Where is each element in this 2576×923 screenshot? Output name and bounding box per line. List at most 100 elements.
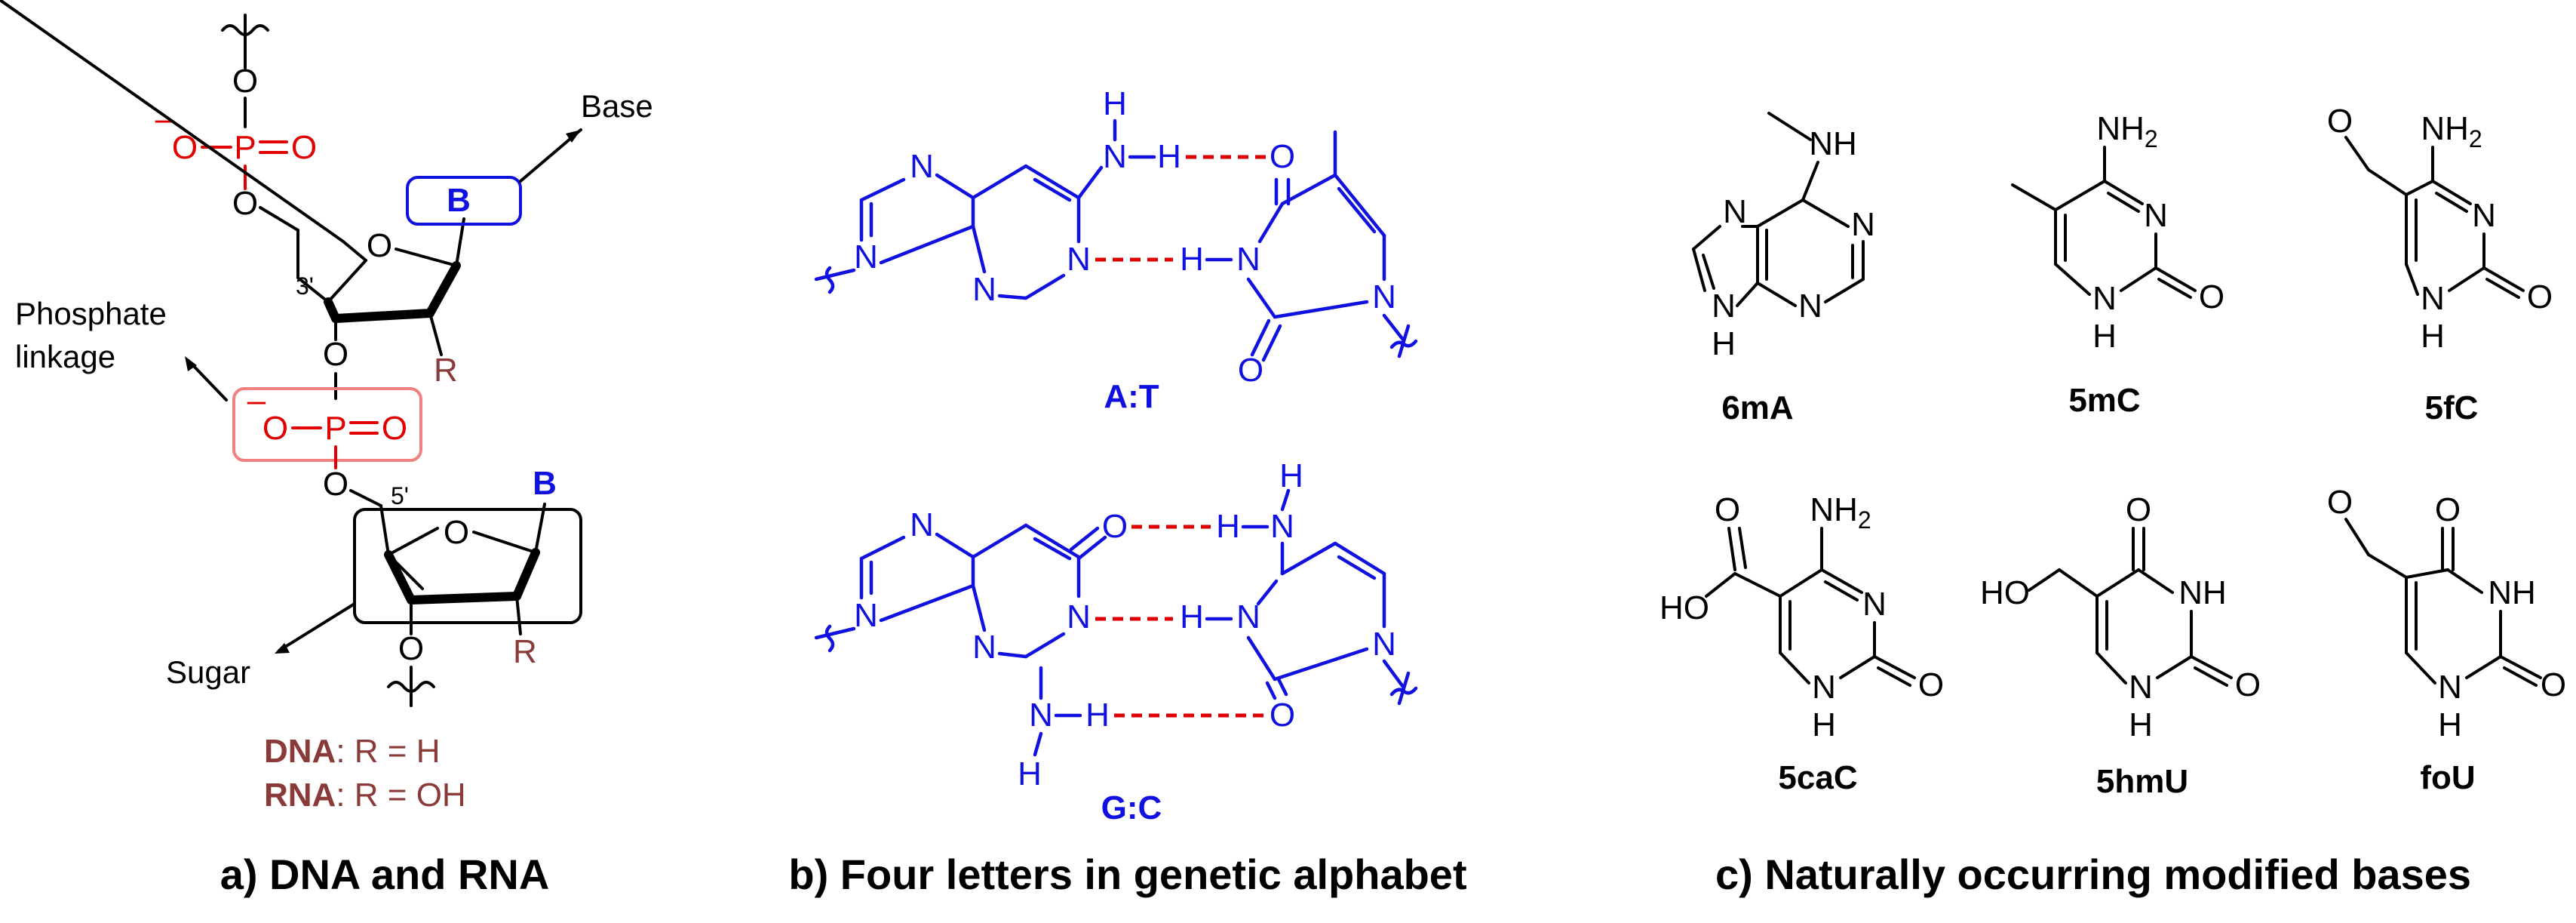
atom-n: N xyxy=(972,629,996,666)
atom-n: N xyxy=(854,238,878,275)
rna-name: RNA xyxy=(264,777,336,814)
atom-nh: NH xyxy=(1809,125,1857,162)
label-base: Base xyxy=(581,88,653,124)
atom-nh2: NH2 xyxy=(2096,110,2157,152)
ring-oxygen: O xyxy=(444,514,469,551)
base-name-6ma: 6mA xyxy=(1721,389,1793,426)
label-5-prime: 5' xyxy=(391,482,409,509)
atom-n: N xyxy=(1812,669,1836,706)
base-name-5hmu: 5hmU xyxy=(2096,763,2188,800)
label-phosphate-line-1: Phosphate xyxy=(15,296,167,331)
label-3-prime: 3' xyxy=(296,272,314,300)
atom-h: H xyxy=(1180,241,1204,278)
atom-o: O xyxy=(2327,103,2353,140)
base-name-5mc: 5mC xyxy=(2068,382,2140,419)
structure-fou: O O NH O N H foU xyxy=(2327,484,2566,796)
atom-o: O xyxy=(2235,666,2261,703)
atom-o: O xyxy=(232,185,258,222)
caption-c: c) Naturally occurring modified bases xyxy=(1715,851,2471,898)
atom-n: N xyxy=(1712,288,1736,325)
atom-ho: HO xyxy=(1980,574,2030,611)
rna-r-equals-oh: : R = OH xyxy=(336,777,465,814)
atom-n: N xyxy=(972,271,996,308)
atom-n: N xyxy=(2421,280,2445,317)
atom-h: H xyxy=(1279,457,1303,494)
atom-n: N xyxy=(1862,586,1887,623)
pair-label-gc: G:C xyxy=(1101,789,1162,826)
atom-n: N xyxy=(1029,697,1053,734)
atom-p: P xyxy=(234,129,256,166)
atom-o: O xyxy=(2126,491,2151,528)
atom-n: N xyxy=(2129,669,2153,706)
atom-n: N xyxy=(1067,241,1091,278)
atom-n: N xyxy=(1270,508,1294,545)
structure-6ma: NH N N N N H 6mA xyxy=(1692,112,1875,426)
base-highlight-box xyxy=(406,176,522,226)
atom-r: R xyxy=(434,352,458,389)
atom-n: N xyxy=(1851,206,1875,243)
atom-r: R xyxy=(513,633,537,670)
atom-nh: NH xyxy=(2488,574,2536,611)
atom-nh2: NH2 xyxy=(1810,491,1871,534)
base-name-5fc: 5fC xyxy=(2425,389,2479,426)
dna-name: DNA xyxy=(264,733,336,770)
atom-o: O xyxy=(2541,666,2566,703)
ring-oxygen: O xyxy=(367,227,392,264)
charge-minus: – xyxy=(247,382,266,419)
structure-5hmu: HO O NH O N H 5hmU xyxy=(1980,491,2261,800)
atom-h: H xyxy=(1216,508,1240,545)
atom-n: N xyxy=(910,148,934,185)
dna-r-equals-h: : R = H xyxy=(336,733,440,770)
atom-h: H xyxy=(1157,138,1181,175)
atom-n: N xyxy=(1723,193,1747,230)
atom-h: H xyxy=(2421,318,2445,355)
atom-n: N xyxy=(1372,278,1396,315)
atom-n: N xyxy=(1067,598,1091,635)
base-b: B xyxy=(447,182,471,219)
pair-label-at: A:T xyxy=(1104,378,1159,415)
atom-h: H xyxy=(2438,706,2462,743)
atom-n: N xyxy=(1798,288,1822,325)
atom-n: N xyxy=(854,597,878,634)
structure-5fc: O NH2 N O N H 5fC xyxy=(2327,103,2553,426)
atom-o: O xyxy=(263,410,288,447)
atom-o: O xyxy=(2527,278,2553,315)
structure-5cac: O HO NH2 N O N H 5caC xyxy=(1660,491,1944,796)
atom-n: N xyxy=(1236,598,1260,635)
atom-n: N xyxy=(1236,241,1260,278)
atom-n: N xyxy=(910,506,934,543)
atom-n: N xyxy=(2438,669,2462,706)
atom-h: H xyxy=(2092,318,2117,355)
phosphate-highlight-box xyxy=(232,387,422,462)
atom-h: H xyxy=(1103,85,1127,122)
caption-b: b) Four letters in genetic alphabet xyxy=(788,851,1466,898)
atom-n: N xyxy=(1372,626,1396,663)
atom-o: O xyxy=(1715,491,1740,528)
atom-o: O xyxy=(232,63,258,100)
atom-o: O xyxy=(1102,508,1128,545)
base-name-fou: foU xyxy=(2420,759,2475,796)
atom-h: H xyxy=(1085,697,1110,734)
atom-o: O xyxy=(1238,352,1263,389)
atom-o: O xyxy=(398,630,424,667)
label-sugar: Sugar xyxy=(166,654,250,690)
atom-nh2: NH2 xyxy=(2421,110,2482,152)
atom-ho: HO xyxy=(1660,589,1709,626)
sugar-highlight-box xyxy=(353,508,582,624)
atom-h: H xyxy=(2129,706,2153,743)
atom-o: O xyxy=(291,129,317,166)
atom-o: O xyxy=(382,410,407,447)
atom-o: O xyxy=(2435,491,2461,528)
atom-p: P xyxy=(324,410,346,447)
atom-o: O xyxy=(1270,697,1295,734)
panel-c: NH N N N N H 6mA NH2 xyxy=(1660,103,2566,898)
base-b: B xyxy=(533,465,557,502)
atom-o: O xyxy=(323,466,348,503)
atom-o: O xyxy=(1918,666,1944,703)
atom-h: H xyxy=(1180,598,1204,635)
atom-h: H xyxy=(1018,755,1042,792)
atom-h: H xyxy=(1712,325,1736,362)
atom-n: N xyxy=(2092,280,2117,317)
dna-legend: DNA: R = H xyxy=(264,733,440,770)
